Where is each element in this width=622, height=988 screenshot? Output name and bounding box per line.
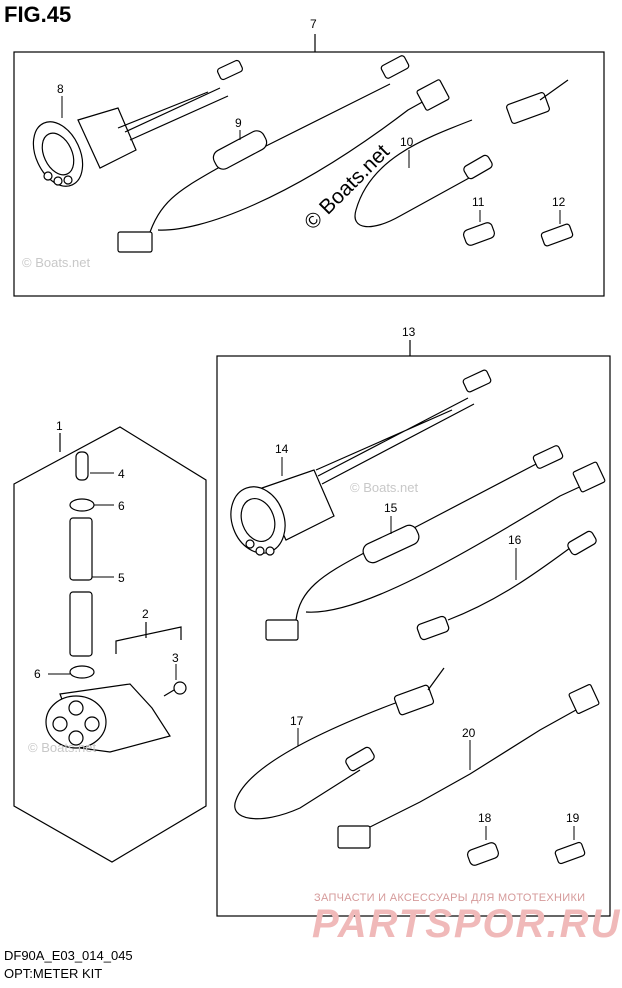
callout-6a: 6	[118, 499, 125, 513]
kit-7-frame	[13, 51, 605, 297]
plug-18	[466, 842, 500, 866]
shop-tagline: ЗАПЧАСТИ И АКСЕССУАРЫ ДЛЯ МОТОТЕХНИКИ	[314, 892, 586, 904]
hose-5	[69, 517, 93, 657]
plug-11	[462, 222, 496, 246]
watermark-faint-1: © Boats.net	[22, 255, 91, 270]
callout-16: 16	[508, 533, 522, 547]
callout-11: 11	[472, 195, 485, 209]
callout-3: 3	[172, 651, 179, 665]
figure-title: FIG.45	[4, 2, 72, 27]
plug-12	[540, 223, 574, 247]
kit-2-bracket	[115, 626, 182, 654]
clamp-6-lower	[69, 665, 95, 679]
wire-harness-9	[117, 55, 450, 253]
screw-3	[163, 681, 187, 697]
plug-19	[554, 841, 586, 865]
shop-logo: PARTSPOR.RU	[312, 902, 622, 946]
watermark-faint-3: © Boats.net	[28, 740, 97, 755]
callout-18: 18	[478, 811, 492, 825]
callout-9: 9	[235, 116, 242, 130]
housing-2	[45, 683, 171, 753]
wire-harness-15	[265, 445, 606, 641]
sensor-lead-10	[354, 79, 569, 228]
callout-4: 4	[118, 467, 125, 481]
kit-1-frame	[13, 426, 207, 863]
callout-17: 17	[290, 714, 304, 728]
extension-cable-16	[416, 530, 597, 641]
callout-15: 15	[384, 501, 398, 515]
callout-1: 1	[56, 419, 63, 433]
callout-12: 12	[552, 195, 566, 209]
callout-20: 20	[462, 726, 476, 740]
kit-13-frame	[216, 355, 611, 917]
callout-14: 14	[275, 442, 289, 456]
callout-13: 13	[402, 325, 416, 339]
callout-19: 19	[566, 811, 580, 825]
clamp-6-upper	[69, 498, 95, 512]
callout-6b: 6	[34, 667, 41, 681]
meter-gauge-14	[230, 369, 492, 556]
extension-cable-20	[337, 684, 600, 849]
callout-10: 10	[400, 135, 414, 149]
callout-5: 5	[118, 571, 125, 585]
callout-7: 7	[310, 17, 317, 31]
meter-gauge-8	[32, 59, 244, 187]
sensor-lead-17	[234, 667, 445, 820]
callout-8: 8	[57, 82, 64, 96]
callout-2: 2	[142, 607, 149, 621]
cable-guide-4	[75, 451, 89, 481]
kit-name: OPT:METER KIT	[4, 966, 103, 981]
figure-code: DF90A_E03_014_045	[4, 948, 133, 963]
watermark-faint-2: © Boats.net	[350, 480, 419, 495]
